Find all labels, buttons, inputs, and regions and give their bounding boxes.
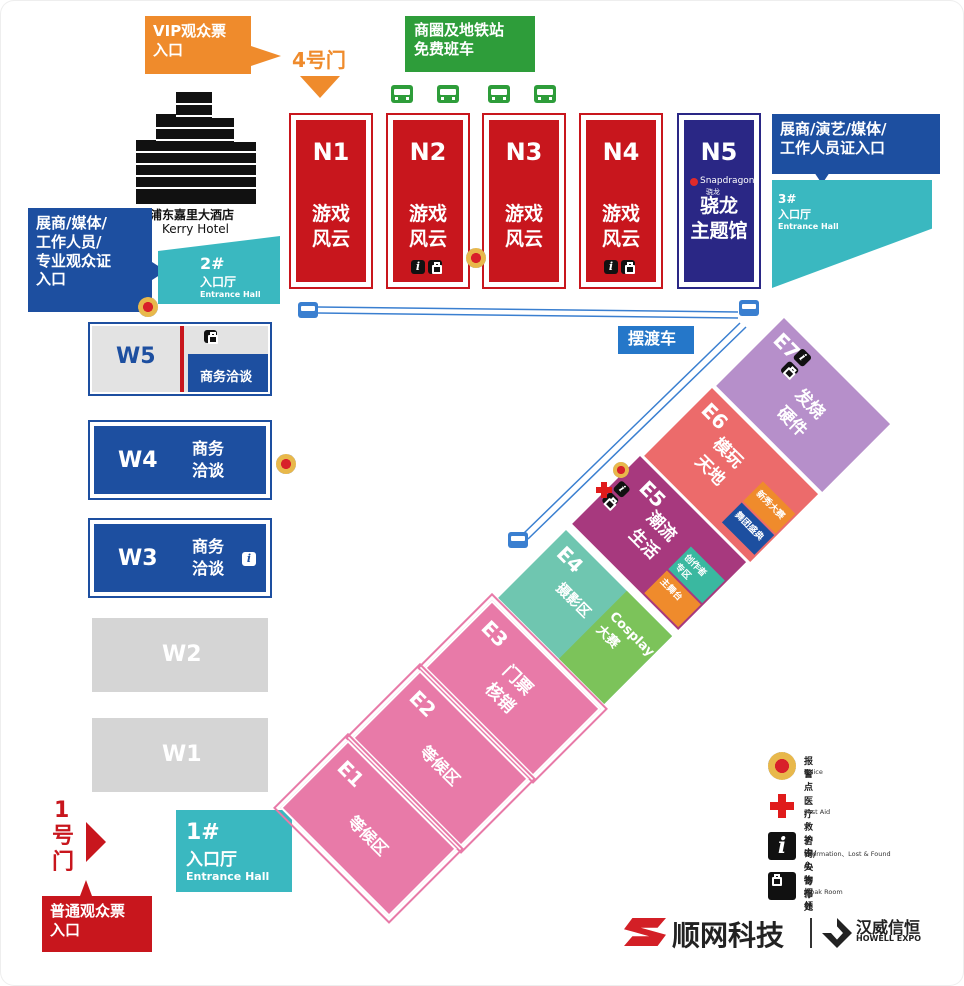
bus-icon	[534, 85, 556, 103]
cloak-room-icon	[428, 260, 442, 274]
shuttle-stop-icon	[739, 300, 759, 316]
info-icon: i	[411, 260, 425, 274]
hotel-name-cn: 浦东嘉里大酒店	[150, 208, 235, 222]
bus-icon	[437, 85, 459, 103]
hall-n4[interactable]: N4 游戏 风云 i	[579, 113, 663, 289]
gate4-label: 4号门	[292, 48, 346, 72]
hall-w5[interactable]: W5 商务洽谈	[88, 322, 272, 396]
hall-n3[interactable]: N3 游戏 风云	[482, 113, 566, 289]
police-icon	[276, 454, 296, 474]
hall-n5[interactable]: N5 Snapdragon 骁龙 骁龙 主题馆	[677, 113, 761, 289]
footer-divider	[810, 918, 812, 948]
organizer-name-en: HOWELL EXPO	[856, 934, 922, 943]
entrance-hall-2[interactable]: 2# 入口厅 Entrance Hall	[158, 236, 280, 304]
first-aid-icon	[596, 482, 612, 498]
entrance-hall-1[interactable]: 1# 入口厅 Entrance Hall	[176, 810, 292, 892]
police-icon	[768, 752, 796, 780]
hall-w3[interactable]: W3 商务 洽谈 i	[88, 518, 272, 598]
organizer-name-cn: 汉威信恒	[856, 918, 921, 937]
vip-pointer	[251, 46, 281, 66]
w5-business-area	[188, 354, 268, 392]
hall-w2[interactable]: W2	[92, 618, 268, 692]
info-icon: i	[604, 260, 618, 274]
regular-entrance-tag: 普通观众票 入口	[42, 896, 152, 952]
gate1-label: 号 门	[52, 824, 75, 876]
cloak-room-icon	[621, 260, 635, 274]
exhibitor-entrance-right-tag: 展商/演艺/媒体/ 工作人员证入口	[772, 114, 940, 174]
gate1-number: 1	[54, 798, 70, 823]
shuttle-label: 摆渡车	[618, 326, 694, 354]
bus-icon	[391, 85, 413, 103]
hall-n1[interactable]: N1 游戏 风云	[289, 113, 373, 289]
bus-icon	[488, 85, 510, 103]
gate4-arrow	[300, 76, 340, 98]
exhibitor-entrance-left-tag: 展商/媒体/ 工作人员/ 专业观众证 入口	[28, 208, 152, 312]
cloak-room-icon	[779, 360, 800, 381]
info-icon: i	[242, 552, 256, 566]
vip-entrance-tag: VIP观众票 入口	[145, 16, 251, 74]
hotel-building-icon	[136, 92, 256, 204]
cloak-room-icon	[204, 330, 218, 344]
shuttle-stop-icon	[298, 302, 318, 318]
police-icon	[138, 297, 158, 317]
first-aid-icon	[770, 794, 794, 818]
snapdragon-brand: Snapdragon	[700, 176, 755, 186]
hall-w4[interactable]: W4 商务 洽谈	[88, 420, 272, 500]
police-icon	[613, 462, 629, 478]
hall-w1[interactable]: W1	[92, 718, 268, 792]
free-shuttle-tag: 商圈及地铁站 免费班车	[405, 16, 535, 72]
gate1-arrow	[86, 822, 106, 862]
sponsor-name: 顺网科技	[672, 919, 785, 952]
gate1-connector	[80, 880, 92, 896]
w5-red-bar	[180, 326, 184, 392]
snapdragon-brand-cn: 骁龙	[706, 188, 720, 196]
shuttle-stop-icon	[508, 532, 528, 548]
police-icon	[466, 248, 486, 268]
cloak-room-icon	[768, 872, 796, 900]
info-icon: i	[768, 832, 796, 860]
snapdragon-logo-icon	[690, 178, 698, 186]
hall-n2[interactable]: N2 游戏 风云 i	[386, 113, 470, 289]
hotel-name-en: Kerry Hotel	[162, 222, 230, 236]
